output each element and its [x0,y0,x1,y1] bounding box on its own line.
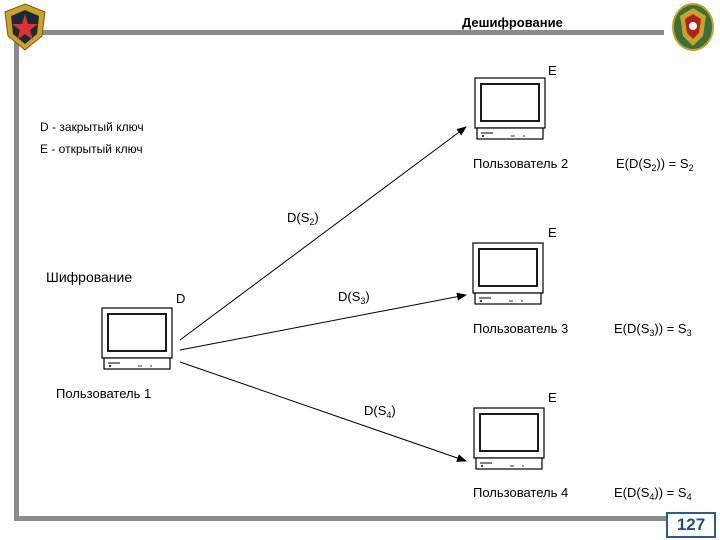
user4-name: Пользователь 4 [473,485,569,500]
user3-name: Пользователь 3 [473,321,569,336]
emblem-left-icon [4,3,46,51]
user2-name: Пользователь 2 [473,156,569,171]
computer-icon-user3 [472,242,544,305]
page-title: Дешифрование [462,15,563,30]
emblem-right-icon [672,3,714,51]
user3-formula: E(D(S3)) = S3 [614,321,692,338]
arrow-label-s2: D(S2) [287,210,319,227]
computer-icon-user2 [474,77,546,140]
legend-public-key: E - открытый ключ [40,142,143,156]
frame-top-bar [14,30,664,35]
computer-icon-user1 [101,307,173,370]
user3-key-label: E [548,225,557,240]
frame-bottom-bar [14,516,668,521]
arrow-label-s4: D(S4) [364,403,396,420]
frame-left-bar [14,30,19,520]
arrow-to-user4 [179,361,467,462]
arrow-to-user3 [179,292,467,351]
user2-key-label: E [548,63,557,78]
user4-key-label: E [548,390,557,405]
legend-private-key: D - закрытый ключ [40,120,144,134]
encryption-label: Шифрование [46,269,133,285]
user1-key-label: D [176,291,186,306]
computer-icon-user4 [473,407,545,470]
user1-name: Пользователь 1 [56,386,152,401]
user2-formula: E(D(S2)) = S2 [616,156,694,173]
arrow-to-user2 [179,126,467,341]
arrow-label-s3: D(S3) [338,289,370,306]
page-number: 127 [666,512,716,538]
user4-formula: E(D(S4)) = S4 [614,485,692,502]
